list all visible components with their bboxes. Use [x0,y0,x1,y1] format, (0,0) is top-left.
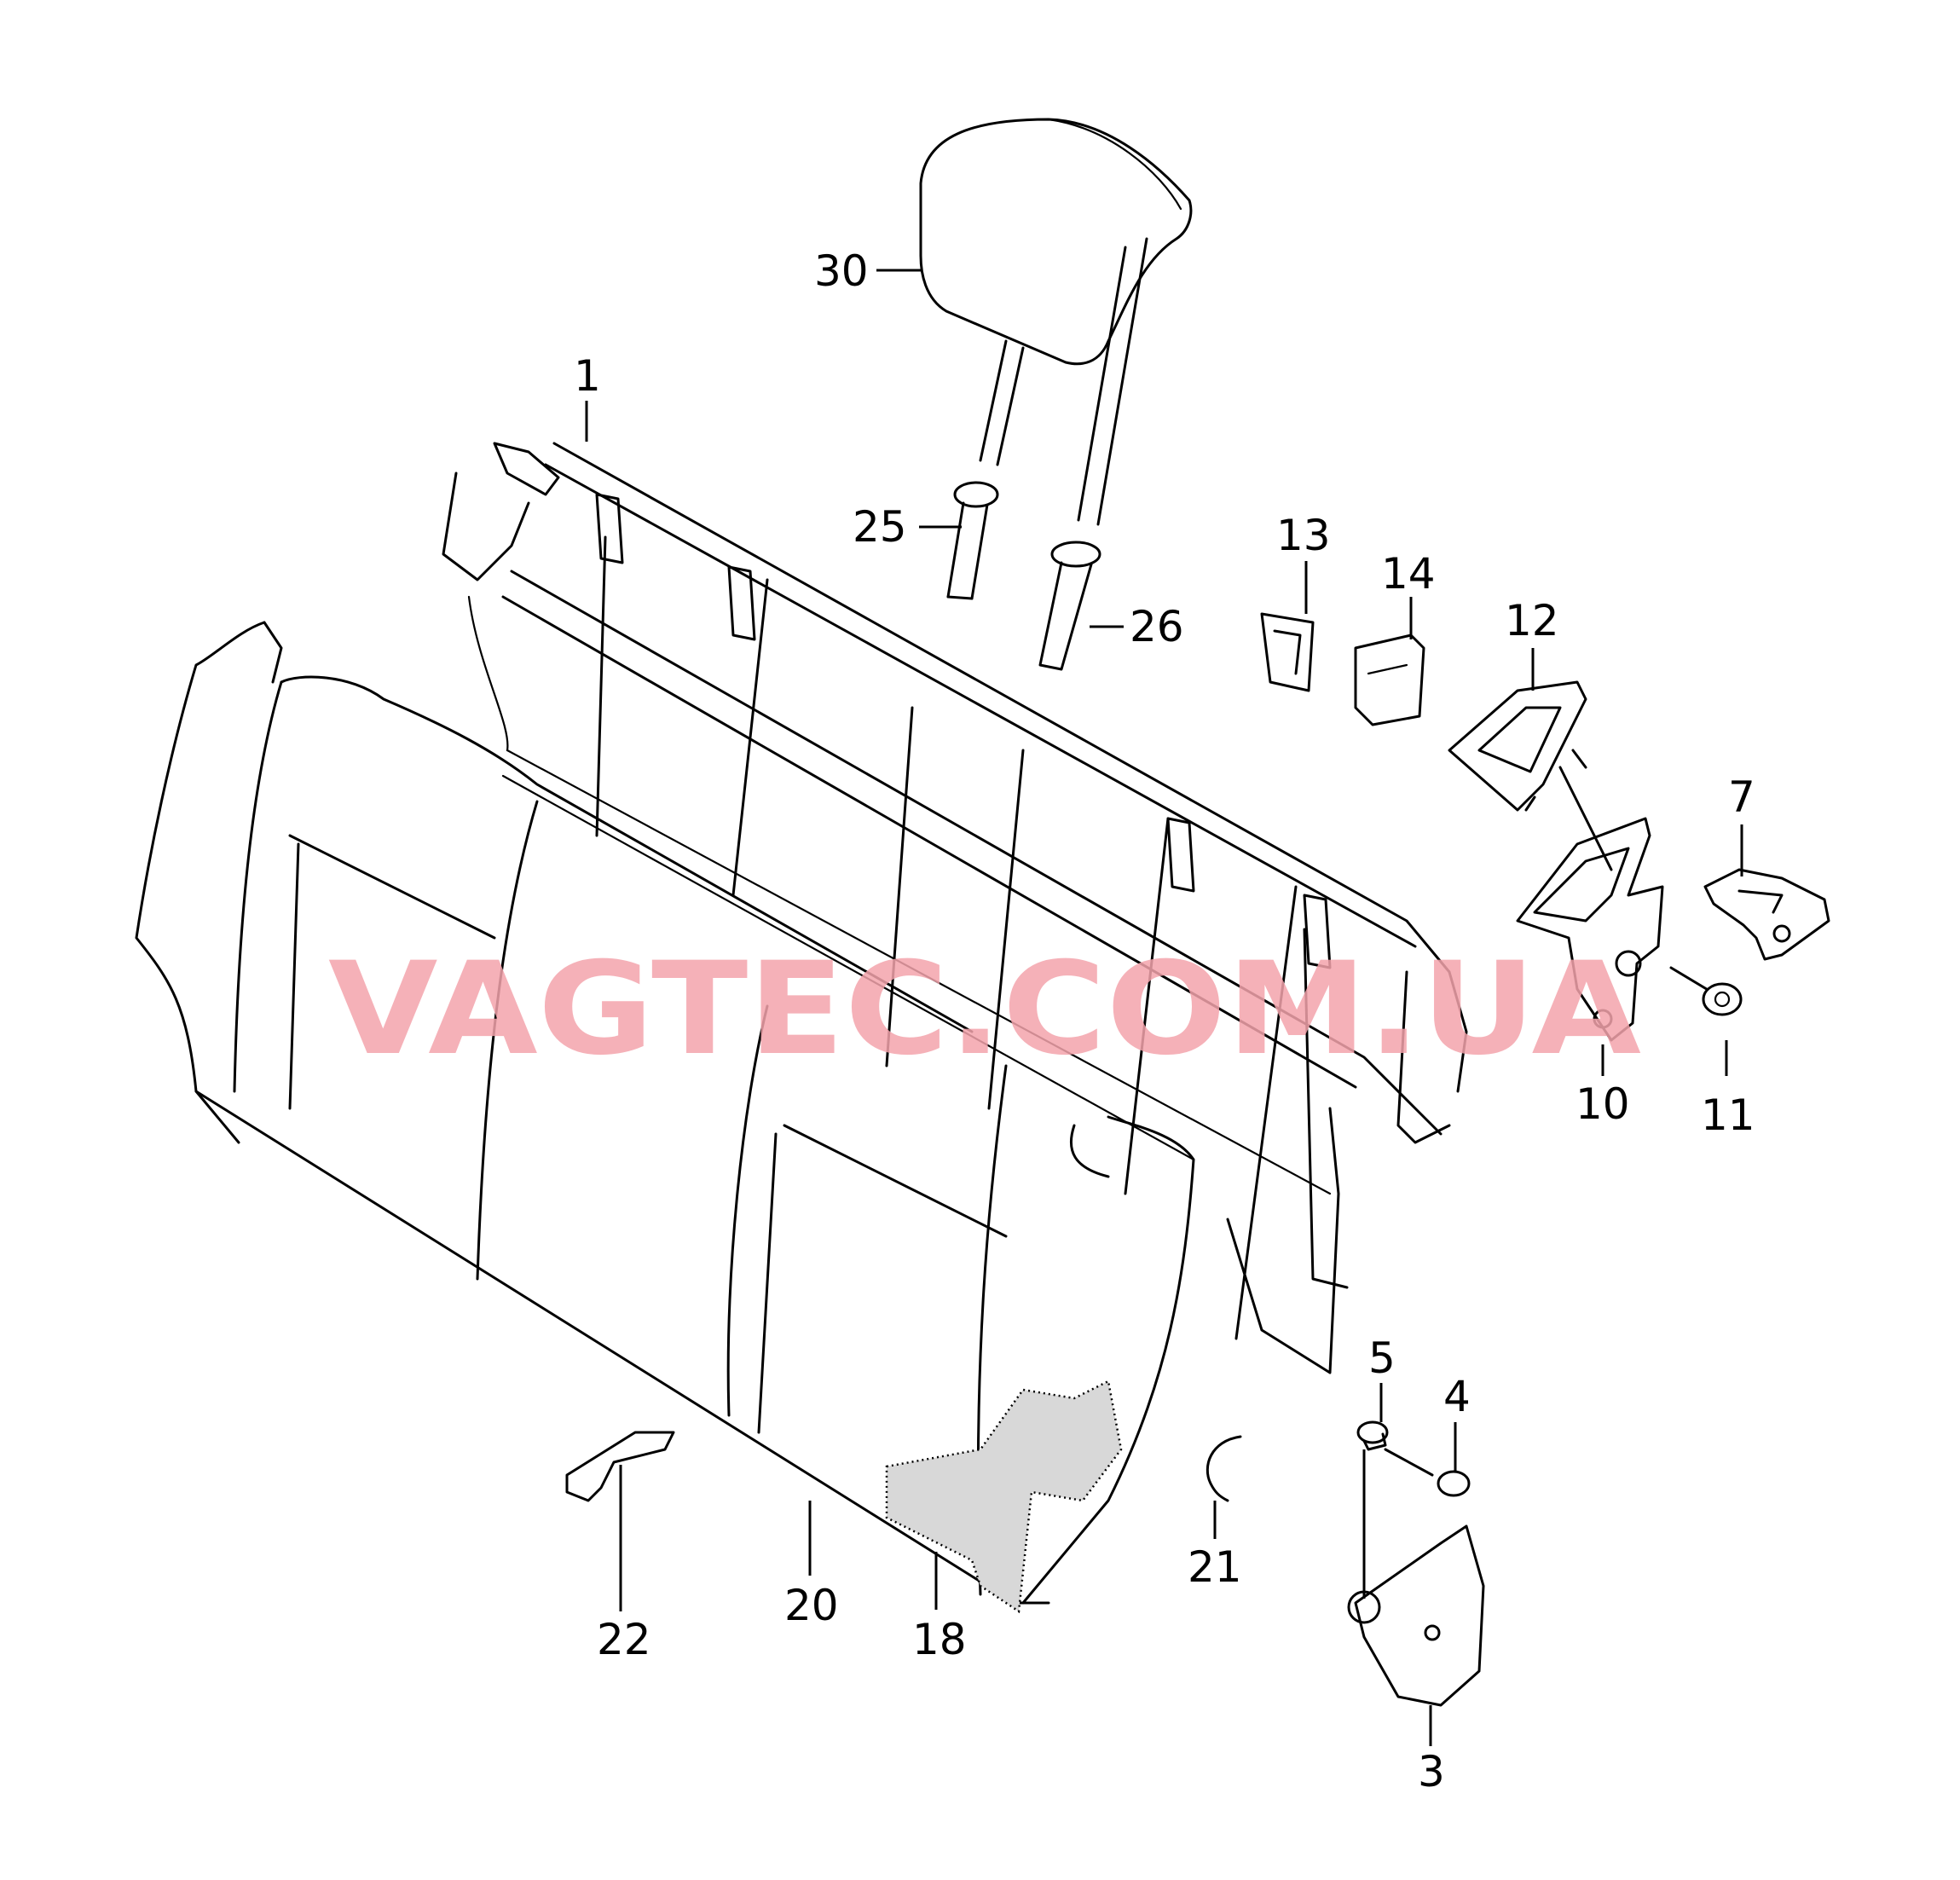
callout-11: 11 [1701,1090,1755,1140]
lock-10 [1516,766,1664,1042]
callout-4: 4 [1443,1372,1471,1421]
callout-13: 13 [1276,511,1331,560]
callout-18: 18 [912,1615,967,1664]
trim-12 [1448,680,1587,812]
callout-26: 26 [1130,602,1184,651]
backrest-cover [135,621,1195,1605]
callout-3: 3 [1418,1747,1445,1796]
leader-lines [585,269,1743,1746]
headrest-guide-25 [946,481,999,600]
bushing-5 [1356,1420,1389,1451]
callout-22: 22 [597,1615,651,1664]
callout-1: 1 [574,351,601,401]
callout-5: 5 [1368,1333,1396,1383]
padding-felt [885,1380,1123,1614]
callout-12: 12 [1505,596,1559,645]
bolt-4 [1384,1448,1471,1497]
headrest [919,118,1193,526]
callout-21: 21 [1188,1542,1242,1592]
striker-7 [1703,868,1830,961]
callout-14: 14 [1381,549,1436,599]
callout-25: 25 [853,502,907,552]
ring-21 [1205,1435,1242,1502]
callout-20: 20 [784,1581,839,1630]
cover-3 [1347,1524,1485,1707]
bolt-11 [1669,966,1743,1016]
clip-13 [1260,612,1315,692]
callout-10: 10 [1576,1079,1630,1129]
headrest-guide-26 [1038,541,1101,671]
backrest-frame [442,442,1468,1374]
callout-30: 30 [814,246,869,296]
cap-14 [1354,633,1425,726]
callouts: 30 1 25 26 13 14 12 7 10 11 5 4 21 3 20 … [574,246,1755,1796]
callout-7: 7 [1728,772,1755,822]
clip-22 [565,1431,675,1502]
watermark: VAGTEC.COM.UA [328,935,1641,1084]
